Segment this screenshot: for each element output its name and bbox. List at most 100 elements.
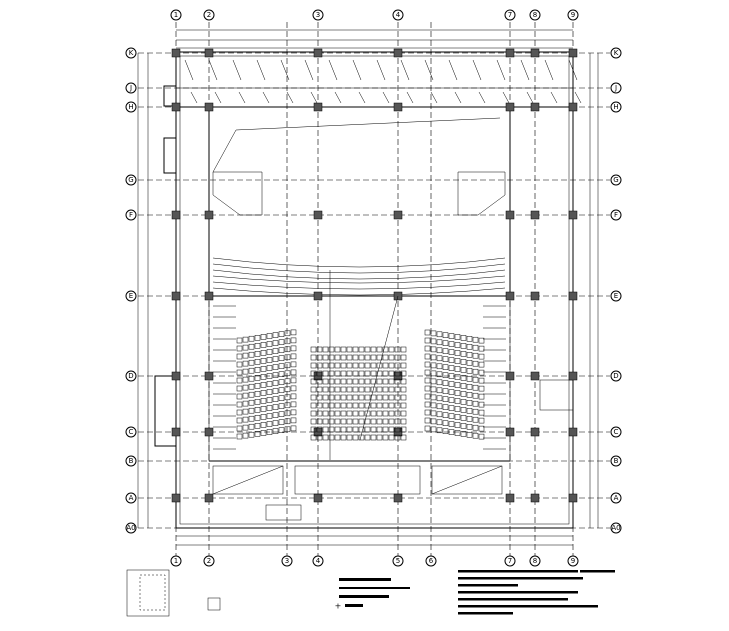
seat: [328, 426, 335, 433]
seat: [400, 386, 407, 393]
seat: [322, 346, 329, 353]
seat: [448, 333, 455, 339]
column: [171, 427, 181, 437]
seat: [448, 341, 455, 347]
seat: [248, 367, 255, 374]
seat: [248, 423, 255, 430]
column: [393, 48, 403, 58]
rebar-mark: [214, 91, 222, 104]
seat: [382, 346, 389, 353]
rebar-mark: [400, 59, 410, 81]
rebar-mark: [232, 59, 242, 81]
seat: [442, 412, 449, 418]
seat: [266, 365, 273, 371]
seat: [430, 394, 437, 401]
building-walls: [154, 48, 582, 529]
seat: [242, 336, 249, 343]
seat: [266, 373, 273, 379]
seat: [272, 396, 279, 402]
seat: [448, 429, 455, 435]
seat: [454, 422, 461, 428]
diagonal-beam: [212, 117, 501, 173]
seat: [454, 334, 461, 340]
seat: [382, 402, 389, 409]
row-axis-label: J: [610, 82, 622, 94]
column-axis-label: 1: [170, 555, 182, 567]
seat: [346, 434, 353, 441]
stage-edge: [212, 275, 506, 284]
seat: [346, 354, 353, 361]
seat: [310, 402, 317, 409]
seat: [400, 402, 407, 409]
seat: [242, 384, 249, 391]
note-text-block: [458, 577, 583, 580]
seat: [260, 374, 267, 380]
seat: [266, 429, 273, 435]
seat: [346, 402, 353, 409]
detail-symbol: [207, 597, 221, 611]
seat: [346, 394, 353, 401]
seat: [442, 356, 449, 362]
seat: [388, 394, 395, 401]
seat: [248, 391, 255, 398]
seat: [382, 394, 389, 401]
seat: [436, 347, 443, 354]
seat: [254, 375, 261, 381]
seat: [236, 417, 243, 424]
seat: [400, 394, 407, 401]
seat: [472, 384, 479, 391]
svg-text:1: 1: [174, 11, 178, 19]
seat: [236, 369, 243, 376]
rebar-mark: [376, 59, 386, 81]
svg-text:7: 7: [508, 557, 512, 565]
seat: [472, 368, 479, 375]
seat: [388, 386, 395, 393]
svg-text:8: 8: [533, 11, 537, 19]
seat: [424, 369, 431, 376]
seat: [382, 386, 389, 393]
seat: [272, 412, 279, 418]
seat: [260, 358, 267, 364]
seat: [436, 331, 443, 338]
seat: [272, 380, 279, 386]
room: [212, 465, 284, 495]
seat: [260, 414, 267, 420]
seat: [248, 431, 255, 438]
seat: [310, 418, 317, 425]
seat: [334, 402, 341, 409]
seat: [430, 346, 437, 353]
seat: [352, 354, 359, 361]
seat: [430, 410, 437, 417]
seat: [290, 361, 297, 368]
column: [204, 102, 214, 112]
stage-edge: [212, 287, 506, 296]
column: [171, 210, 181, 220]
seat: [316, 426, 323, 433]
seat: [316, 378, 323, 385]
stair: [163, 137, 177, 174]
seat: [442, 428, 449, 434]
rebar-mark: [496, 59, 506, 81]
seat: [430, 386, 437, 393]
seat: [358, 402, 365, 409]
seat: [400, 410, 407, 417]
seat: [454, 390, 461, 396]
rebar-mark: [358, 91, 366, 104]
seat: [424, 337, 431, 344]
row-axis-label: A0: [610, 522, 622, 534]
seat: [364, 354, 371, 361]
seat: [284, 346, 291, 353]
note-text-block: [458, 605, 598, 608]
seat: [328, 378, 335, 385]
rebar-mark: [304, 59, 314, 81]
seat: [370, 370, 377, 377]
seat: [376, 394, 383, 401]
svg-text:5: 5: [396, 557, 400, 565]
seat: [442, 420, 449, 426]
seat: [322, 402, 329, 409]
seat: [376, 402, 383, 409]
row-axis-label: G: [125, 174, 137, 186]
seat: [290, 393, 297, 400]
row-axis-label: F: [125, 209, 137, 221]
